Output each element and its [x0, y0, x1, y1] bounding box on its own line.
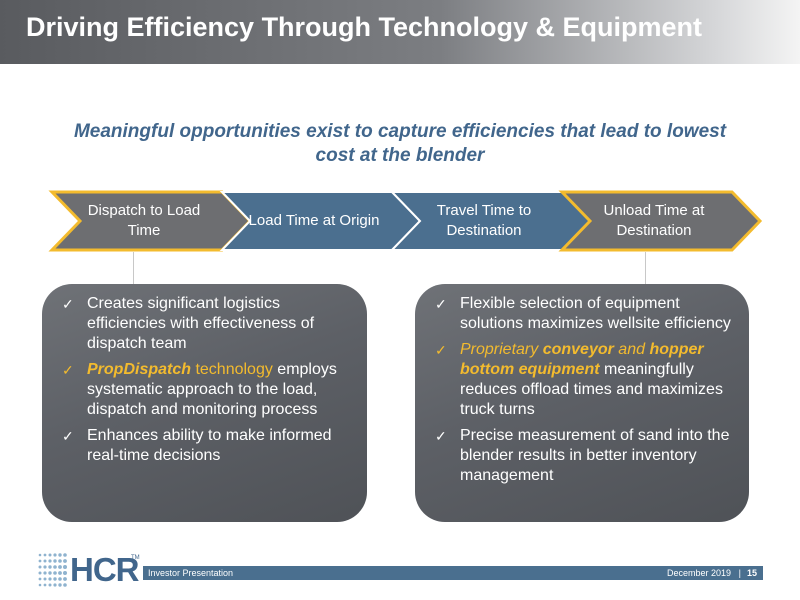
left-panel: ✓ Creates significant logistics efficien… — [42, 284, 367, 522]
logo-trademark: TM — [131, 555, 140, 561]
page-number: 15 — [746, 568, 757, 578]
list-item: ✓ Creates significant logistics efficien… — [62, 295, 315, 352]
list-item: ✓ PropDispatch technology employs system… — [62, 361, 337, 418]
check-icon: ✓ — [62, 362, 74, 378]
page-title: Driving Efficiency Through Technology & … — [26, 12, 703, 42]
chevron-unload — [558, 190, 763, 252]
list-item: ✓ Proprietary conveyor and hopper bottom… — [435, 341, 723, 418]
conveyor-highlight: conveyor — [542, 341, 614, 358]
dot-grid-logo-icon — [38, 553, 67, 587]
list-item: ✓ Flexible selection of equipment soluti… — [435, 295, 731, 332]
check-icon: ✓ — [62, 296, 74, 312]
logo-text: HCR — [70, 551, 139, 588]
list-item: ✓ Precise measurement of sand into the b… — [435, 427, 730, 484]
footer-date: December 2019 — [666, 568, 731, 578]
connector-left — [133, 252, 134, 286]
check-icon: ✓ — [435, 428, 447, 444]
check-icon: ✓ — [435, 342, 447, 358]
hopper-highlight: hopper bottom equipment — [460, 341, 704, 378]
check-icon: ✓ — [62, 428, 74, 444]
footer-label: Investor Presentation — [148, 568, 234, 578]
footer-bar: Investor Presentation December 2019 | 15 — [143, 566, 763, 580]
step-unload-label: Unload Time at Destination — [603, 202, 705, 239]
step-dispatch-label: Dispatch to Load Time — [87, 202, 201, 239]
slide-subtitle: Meaningful opportunities exist to captur… — [73, 121, 727, 166]
step-travel-label: Travel Time to Destination — [436, 202, 532, 239]
right-panel: ✓ Flexible selection of equipment soluti… — [415, 284, 749, 522]
step-load-label: Load Time at Origin — [248, 212, 380, 229]
check-icon: ✓ — [435, 296, 447, 312]
propdispatch-highlight: PropDispatch — [87, 361, 192, 378]
left-bullet-list: ✓ Creates significant logistics efficien… — [42, 284, 367, 466]
list-item: ✓ Enhances ability to make informed real… — [62, 427, 332, 464]
title-bar: Driving Efficiency Through Technology & … — [0, 0, 800, 64]
footer-separator: | — [738, 568, 741, 578]
right-bullet-list: ✓ Flexible selection of equipment soluti… — [415, 284, 749, 486]
connector-right — [645, 252, 646, 286]
